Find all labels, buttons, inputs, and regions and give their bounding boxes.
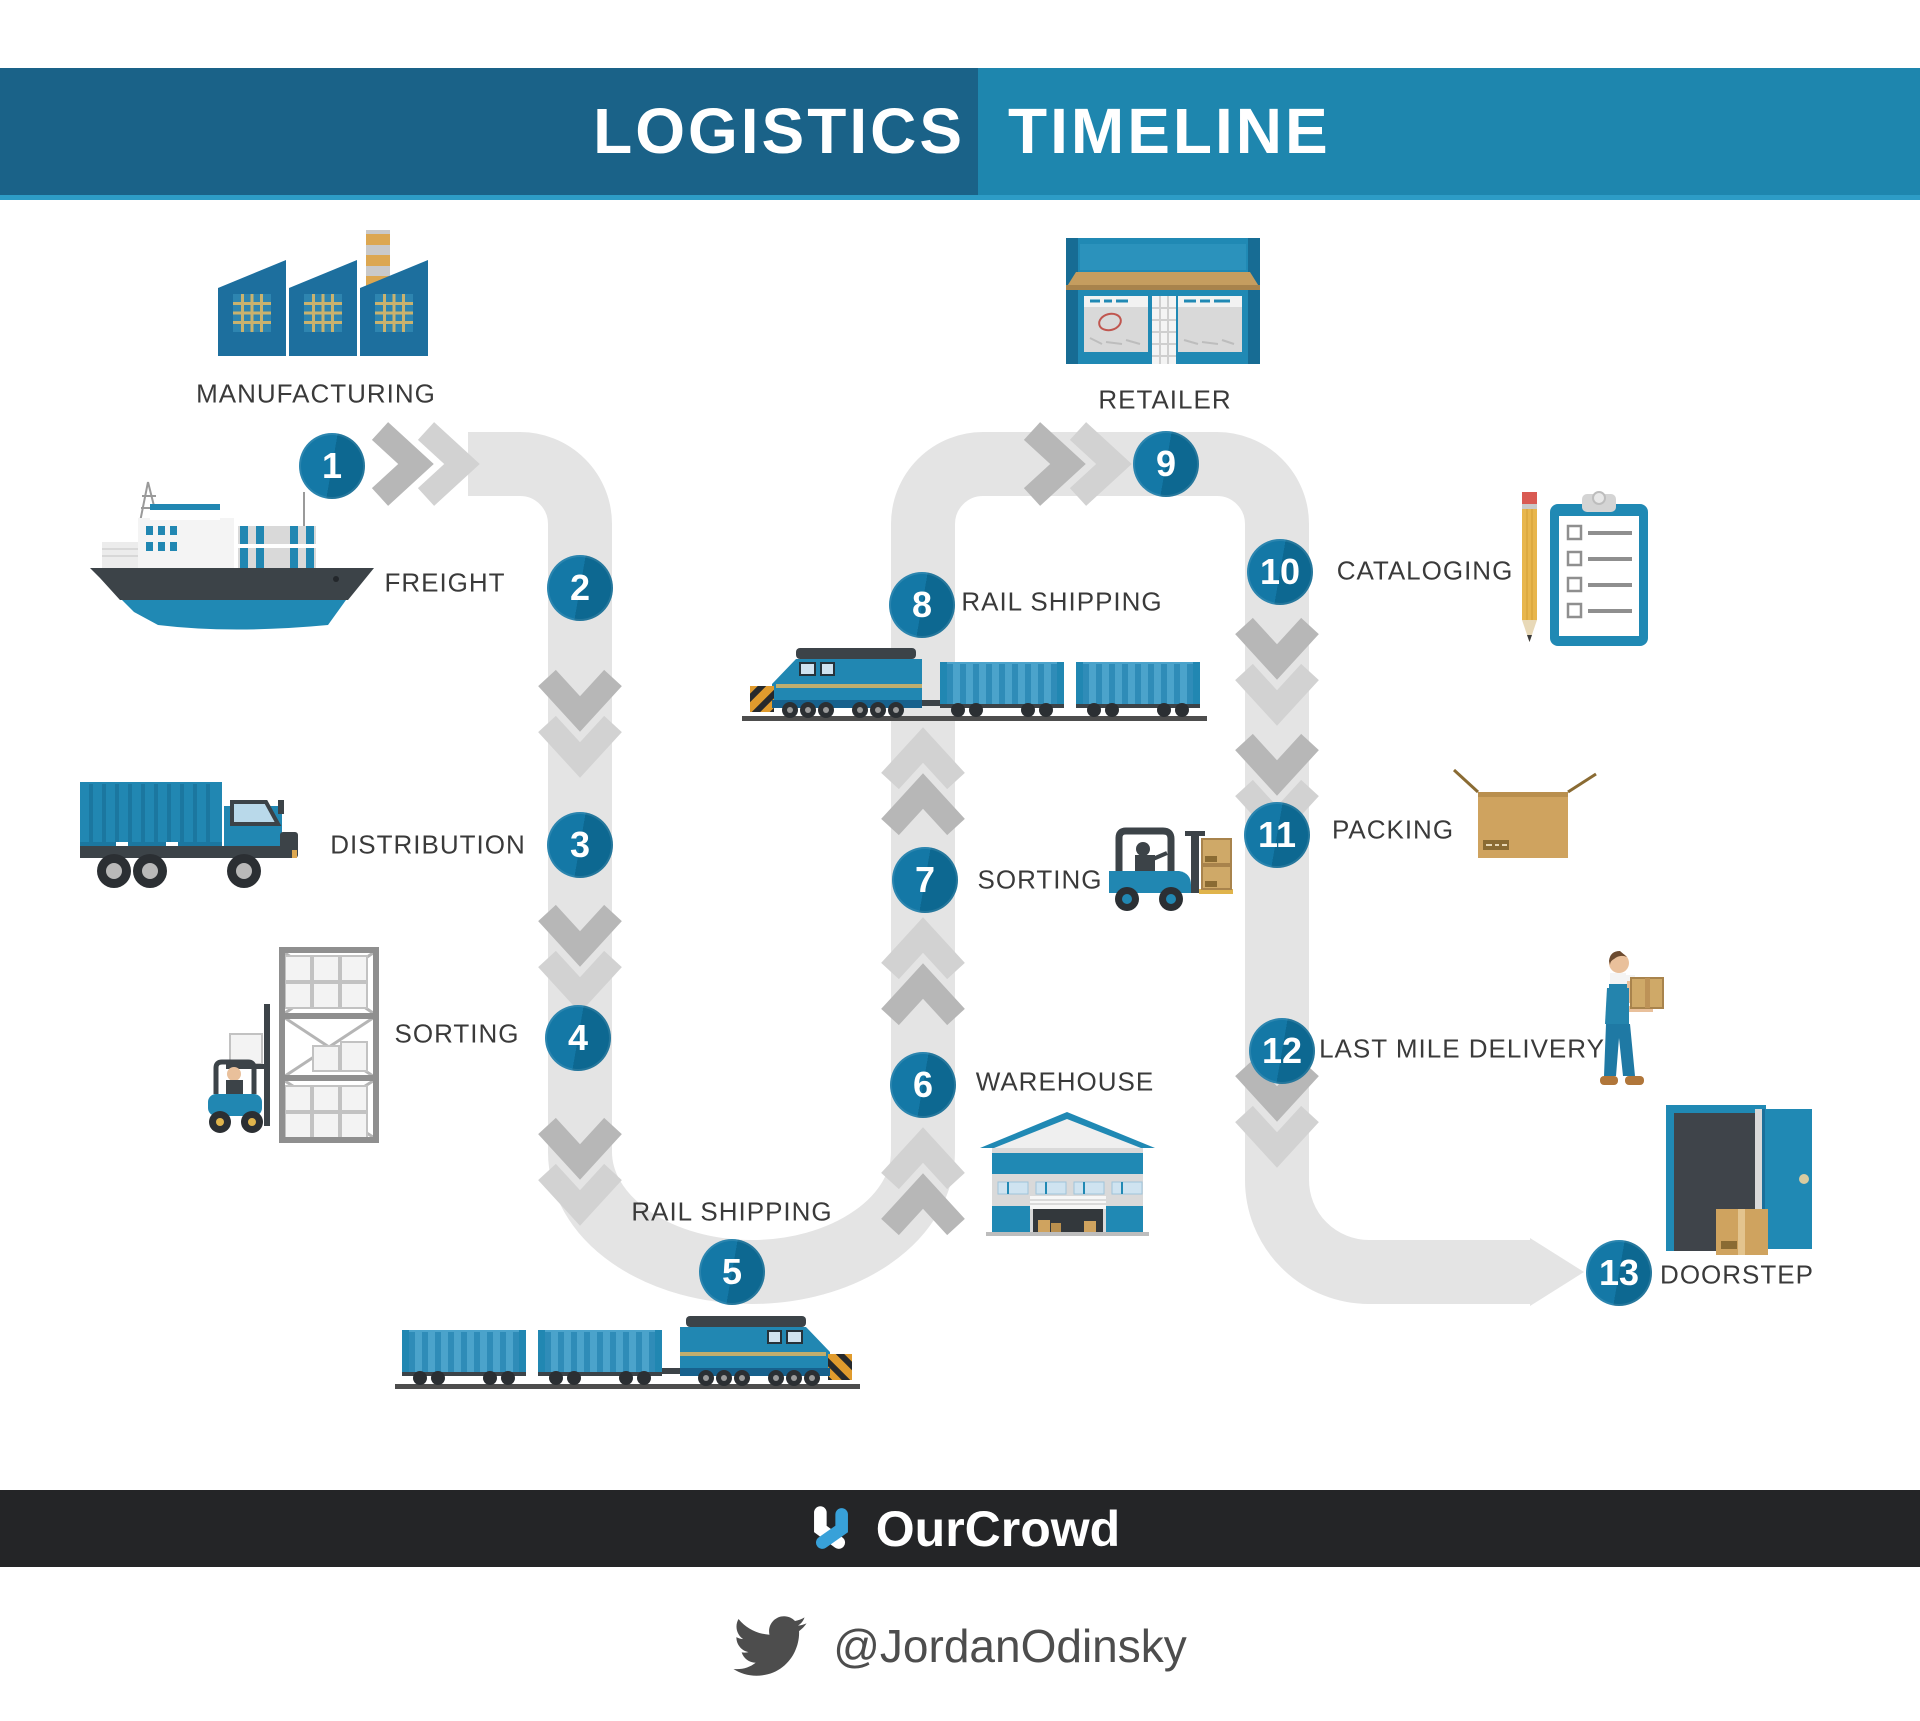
- title-bar-underline: [0, 195, 1920, 200]
- step-1-number: 1: [321, 445, 343, 486]
- cataloging-clipboard-icon: [1522, 491, 1648, 646]
- twitter-icon: [733, 1616, 807, 1676]
- step-1-badge: 1: [299, 433, 365, 499]
- step-8-label: RAIL SHIPPING: [961, 586, 1163, 617]
- manufacturing-factory-icon: [218, 230, 428, 356]
- step-4-number: 4: [567, 1017, 589, 1058]
- twitter-handle: @JordanOdinsky: [833, 1620, 1187, 1672]
- step-13-number: 13: [1598, 1252, 1640, 1293]
- warehouse-icon: [980, 1112, 1155, 1236]
- step-9-label: RETAILER: [1098, 384, 1232, 415]
- step-7-number: 7: [914, 859, 936, 900]
- step-2-badge: 2: [547, 555, 613, 621]
- step-11-label: PACKING: [1331, 814, 1455, 845]
- ourcrowd-logo-icon: [813, 1505, 848, 1549]
- step-4-label: SORTING: [394, 1018, 520, 1049]
- flow-chevrons: [371, 422, 1319, 1236]
- step-6-badge: 6: [890, 1052, 956, 1118]
- step-6-label: WAREHOUSE: [975, 1066, 1155, 1097]
- brand-name: OurCrowd: [875, 1500, 1121, 1557]
- title-bar-left-half: [0, 68, 978, 195]
- step-5-badge: 5: [699, 1239, 765, 1305]
- step-5-number: 5: [721, 1251, 743, 1292]
- page-title-word-2: TIMELINE: [1008, 95, 1331, 167]
- step-13-label: DOORSTEP: [1660, 1259, 1814, 1290]
- step-2-number: 2: [569, 567, 591, 608]
- step-9-badge: 9: [1133, 431, 1199, 497]
- step-9-number: 9: [1155, 443, 1177, 484]
- step-3-label: DISTRIBUTION: [330, 829, 526, 860]
- rail-shipping-train-icon: [395, 1316, 860, 1389]
- step-11-badge: 11: [1244, 802, 1310, 868]
- step-12-label: LAST MILE DELIVERY: [1319, 1033, 1605, 1064]
- step-12-number: 12: [1261, 1030, 1303, 1071]
- doorstep-door-icon: [1666, 1105, 1812, 1255]
- step-5-label: RAIL SHIPPING: [631, 1196, 833, 1227]
- step-10-number: 10: [1259, 551, 1301, 592]
- title-bar-right-half: [978, 68, 1920, 195]
- step-11-number: 11: [1257, 814, 1297, 855]
- step-3-badge: 3: [547, 812, 613, 878]
- step-6-number: 6: [912, 1064, 934, 1105]
- rail-shipping-train-icon-2: [742, 648, 1207, 721]
- freight-ship-icon: [90, 481, 374, 630]
- step-10-label: CATALOGING: [1336, 555, 1514, 586]
- retailer-store-icon: [1066, 238, 1260, 364]
- step-8-badge: 8: [889, 572, 955, 638]
- step-1-label: MANUFACTURING: [196, 378, 436, 409]
- footer-brand-bar: OurCrowd: [0, 1490, 1920, 1567]
- title-bar: LOGISTICS TIMELINE: [0, 68, 1920, 200]
- step-8-number: 8: [911, 584, 933, 625]
- packing-box-icon: [1452, 768, 1597, 858]
- step-7-badge: 7: [892, 847, 958, 913]
- sorting-rack-icon: [208, 947, 379, 1143]
- step-13-badge: 13: [1586, 1240, 1652, 1306]
- step-3-number: 3: [569, 824, 591, 865]
- page-title-word-1: LOGISTICS: [593, 95, 965, 167]
- distribution-truck-icon: [80, 782, 298, 888]
- step-2-label: FREIGHT: [384, 567, 506, 598]
- step-12-badge: 12: [1249, 1018, 1315, 1084]
- step-7-label: SORTING: [977, 864, 1103, 895]
- last-mile-delivery-person-icon: [1600, 951, 1664, 1085]
- flow-arrow-tip: [1530, 1238, 1584, 1306]
- sorting-forklift-icon: [1109, 827, 1233, 911]
- step-10-badge: 10: [1247, 539, 1313, 605]
- twitter-attribution: @JordanOdinsky: [0, 1598, 1920, 1694]
- step-4-badge: 4: [545, 1005, 611, 1071]
